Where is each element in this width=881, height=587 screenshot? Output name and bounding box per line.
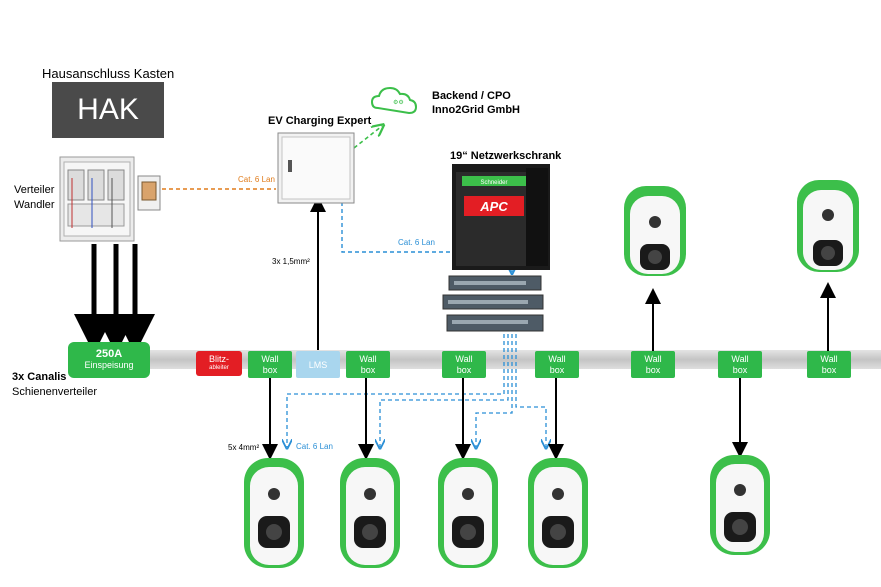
backend-line1: Backend / CPO bbox=[432, 90, 511, 102]
wallbox-6: Wall box bbox=[718, 351, 762, 378]
wallbox-charger-icon bbox=[797, 180, 859, 272]
wallbox-2: Wall box bbox=[346, 351, 390, 378]
cat6-blue-top bbox=[341, 202, 512, 272]
canalis-sub-label: Schienenverteiler bbox=[12, 386, 97, 398]
wallbox-charger-icon bbox=[438, 458, 498, 568]
wallbox-4-line1: Wall bbox=[548, 353, 566, 364]
einspeisung-value: 250A bbox=[95, 348, 123, 360]
blitzableiter-box: Blitz- ableiter bbox=[196, 351, 242, 376]
cloud-link bbox=[353, 126, 382, 149]
network-switch-icon bbox=[442, 275, 544, 332]
wallbox-1: Wall box bbox=[248, 351, 292, 378]
distribution-cabinet-icon bbox=[59, 156, 161, 242]
wallbox-3-line1: Wall bbox=[455, 353, 473, 364]
wallbox-7-line1: Wall bbox=[820, 353, 838, 364]
netzwerk-label: 19“ Netzwerkschrank bbox=[450, 150, 562, 162]
cloud-icon: ⚙⚙ bbox=[370, 86, 418, 115]
cat6-top-label: Cat. 6 Lan bbox=[238, 175, 275, 184]
svg-text:⚙⚙: ⚙⚙ bbox=[393, 99, 404, 106]
wallbox-6-line2: box bbox=[732, 364, 748, 375]
hak-title: Hausanschluss Kasten bbox=[42, 66, 175, 81]
wallbox-3-line2: box bbox=[456, 364, 472, 375]
einspeisung-label: Einspeisung bbox=[84, 360, 134, 370]
network-rack-icon: APC Schneider bbox=[452, 164, 550, 270]
wandler-label: Wandler bbox=[14, 199, 55, 211]
wallbox-charger-icon bbox=[244, 458, 304, 568]
wallbox-4-line2: box bbox=[549, 364, 565, 375]
wallbox-charger-icon bbox=[528, 458, 588, 568]
svg-text:APC: APC bbox=[479, 199, 508, 214]
canalis-label: 3x Canalis bbox=[12, 371, 67, 383]
cable-15-label: 3x 1,5mm² bbox=[272, 257, 310, 266]
wallbox-5-line2: box bbox=[645, 364, 661, 375]
backend-line2: Inno2Grid GmbH bbox=[432, 104, 520, 116]
wallbox-1-line1: Wall bbox=[261, 353, 279, 364]
cat6-mid-label: Cat. 6 Lan bbox=[398, 238, 435, 247]
wallbox-5-line1: Wall bbox=[644, 353, 662, 364]
einspeisung-box: 250A Einspeisung bbox=[68, 342, 150, 378]
lms-box: LMS bbox=[296, 351, 340, 378]
ev-expert-label: EV Charging Expert bbox=[268, 115, 372, 127]
wallbox-charger-icon bbox=[624, 186, 686, 276]
wallbox-7-line2: box bbox=[821, 364, 837, 375]
cat6-bottom-label: Cat. 6 Lan bbox=[296, 442, 333, 451]
wallbox-4: Wall box bbox=[535, 351, 579, 378]
blitz-line2: ableiter bbox=[209, 364, 229, 371]
blitz-line1: Blitz- bbox=[209, 353, 229, 364]
wallbox-2-line2: box bbox=[360, 364, 376, 375]
cable-4-label: 5x 4mm² bbox=[228, 443, 260, 452]
wallbox-charger-icon bbox=[710, 455, 770, 555]
wallbox-3: Wall box bbox=[442, 351, 486, 378]
wallbox-6-line1: Wall bbox=[731, 353, 749, 364]
svg-text:Schneider: Schneider bbox=[480, 180, 507, 186]
verteiler-label: Verteiler bbox=[14, 184, 55, 196]
wallbox-2-line1: Wall bbox=[359, 353, 377, 364]
wallbox-1-line2: box bbox=[262, 364, 278, 375]
hak-box: HAK bbox=[52, 82, 164, 138]
wallbox-7: Wall box bbox=[807, 351, 851, 378]
wallbox-5: Wall box bbox=[631, 351, 675, 378]
wallbox-charger-icon bbox=[340, 458, 400, 568]
control-cabinet-icon bbox=[277, 132, 355, 204]
